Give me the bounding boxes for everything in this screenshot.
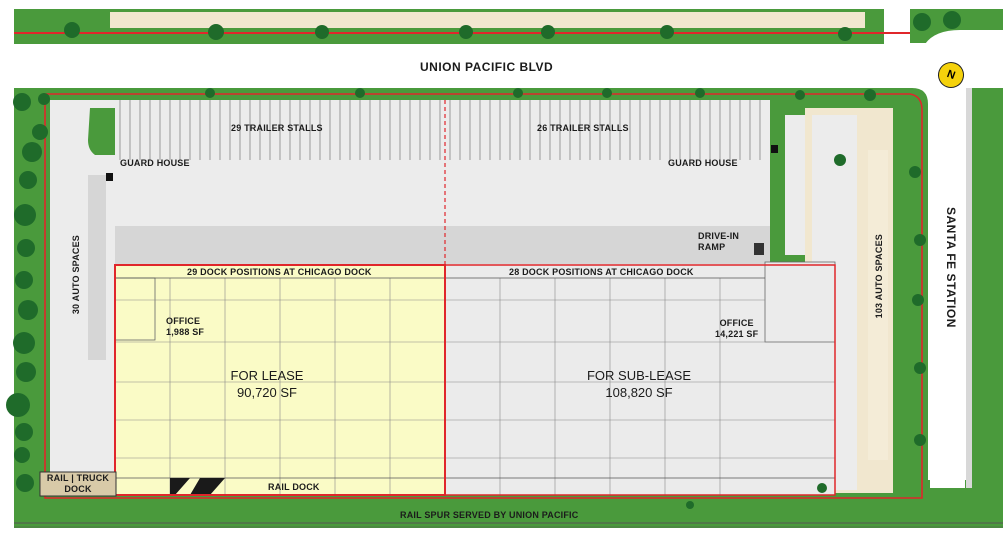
west-island <box>88 108 115 155</box>
dock-positions-east: 28 DOCK POSITIONS AT CHICAGO DOCK <box>509 267 694 277</box>
trailer-stalls-east: 26 TRAILER STALLS <box>537 123 629 133</box>
street-label-north: UNION PACIFIC BLVD <box>420 60 554 74</box>
lease-unit-area: 90,720 SF <box>237 385 297 400</box>
guard-house-east-label: GUARD HOUSE <box>668 158 738 168</box>
drive-in-line2: RAMP <box>698 242 726 252</box>
auto-spaces-west: 30 AUTO SPACES <box>71 235 81 315</box>
dock-positions-west: 29 DOCK POSITIONS AT CHICAGO DOCK <box>187 267 372 277</box>
rail-truck-dock-box <box>39 471 117 497</box>
rail-truck-dock-label: RAIL | TRUCK DOCK <box>42 473 114 495</box>
guard-house-west-marker <box>106 173 113 181</box>
rail-truck-line1: RAIL | TRUCK <box>46 473 110 483</box>
auto-spaces-east: 103 AUTO SPACES <box>874 234 884 319</box>
office-west-label: OFFICE 1,988 SF <box>166 316 204 338</box>
trees <box>6 11 961 509</box>
north-median-walk <box>110 12 865 28</box>
west-office-block <box>114 277 156 341</box>
guard-house-east-marker <box>771 145 778 153</box>
drive-in-ramp-marker <box>754 243 764 255</box>
office-east-label: OFFICE 14,221 SF <box>715 318 758 340</box>
east-drive <box>785 115 805 255</box>
lease-unit-label: FOR LEASE 90,720 SF <box>222 367 312 401</box>
rail-dock-label: RAIL DOCK <box>268 482 320 492</box>
column-grid <box>115 278 835 495</box>
lease-boundary <box>114 264 446 496</box>
east-parking-stalls <box>868 150 888 460</box>
rail-truck-line2: DOCK <box>64 484 92 494</box>
east-island <box>893 110 925 490</box>
drive-in-ramp-label: DRIVE-IN RAMP <box>698 231 739 253</box>
office-west-area: 1,988 SF <box>166 327 205 337</box>
trailer-stalls-west: 29 TRAILER STALLS <box>231 123 323 133</box>
office-east-title: OFFICE <box>719 318 754 328</box>
east-landscape-strip <box>972 88 1003 488</box>
office-east-area: 14,221 SF <box>715 329 759 339</box>
office-west-title: OFFICE <box>166 316 201 326</box>
west-parking-stalls <box>88 175 106 360</box>
sublease-boundary <box>445 264 836 496</box>
east-office-block <box>764 261 836 343</box>
rail-spur-label: RAIL SPUR SERVED BY UNION PACIFIC <box>400 510 579 520</box>
drive-in-line1: DRIVE-IN <box>698 231 740 241</box>
union-pacific-blvd-road <box>0 44 1003 88</box>
northeast-curb <box>925 30 1003 44</box>
sublease-unit-area: 108,820 SF <box>605 385 673 400</box>
guard-house-west-label: GUARD HOUSE <box>120 158 190 168</box>
street-label-east: SANTA FE STATION <box>944 207 958 328</box>
truck-apron <box>115 226 770 264</box>
trailer-stall-stripes <box>119 100 761 160</box>
sublease-unit-label: FOR SUB-LEASE 108,820 SF <box>574 367 704 401</box>
rail-dock-hatch <box>170 478 225 495</box>
east-sidewalk <box>966 88 972 488</box>
santa-fe-station-road <box>930 88 965 488</box>
sublease-unit-title: FOR SUB-LEASE <box>586 368 692 383</box>
lease-unit-title: FOR LEASE <box>230 368 304 383</box>
